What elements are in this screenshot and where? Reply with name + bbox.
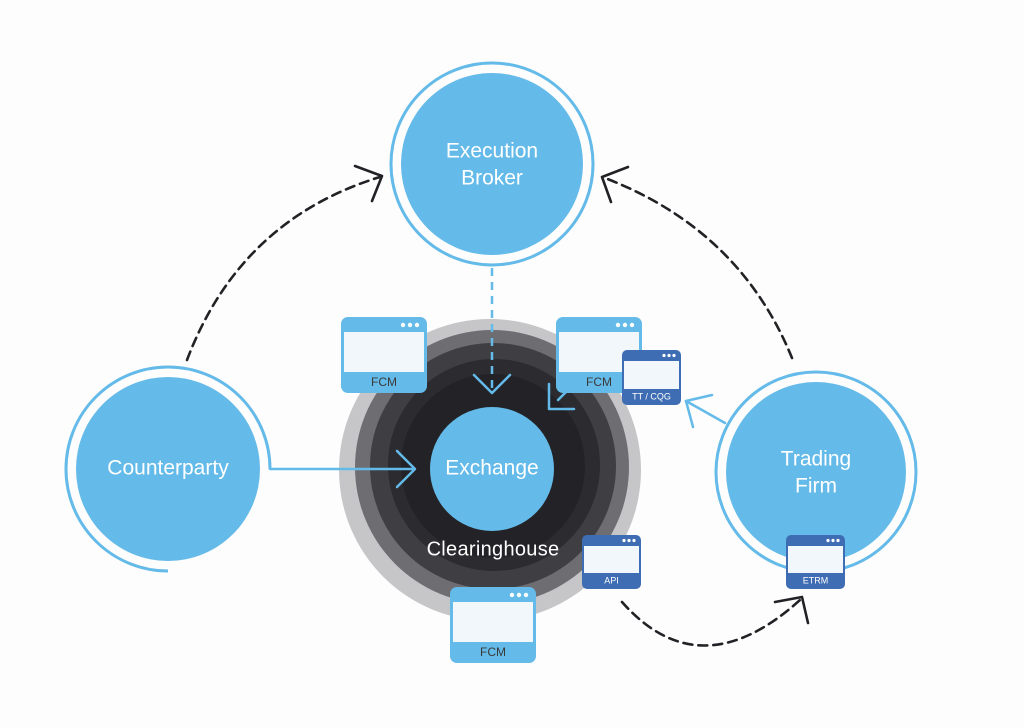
- window-dot-icon: [667, 353, 671, 358]
- arrow-head-icon: [600, 165, 630, 204]
- window-dot-icon: [516, 592, 522, 598]
- window-dot-icon: [407, 322, 413, 328]
- arrow-fcm-to-exchange: [547, 382, 576, 411]
- tt-cqg-label: TT / CQG: [632, 391, 671, 401]
- window-dot-icon: [632, 538, 636, 543]
- etrm-window[interactable]: ETRM: [786, 535, 845, 589]
- window-dot-icon: [826, 538, 830, 543]
- counterparty-node[interactable]: Counterparty: [64, 365, 272, 573]
- window-dot-icon: [629, 322, 635, 328]
- api-label: API: [604, 575, 619, 585]
- window-dot-icon: [622, 322, 628, 328]
- connector-line: [684, 399, 727, 425]
- fcm-window-bottom[interactable]: FCM: [450, 587, 536, 663]
- window-dot-icon: [414, 322, 420, 328]
- exchange-circle: [430, 407, 554, 531]
- trading-firm-label-line2: Firm: [795, 475, 837, 498]
- window-dot-icon: [509, 592, 515, 598]
- dashed-line: [185, 175, 382, 362]
- arrow-head-icon: [353, 164, 384, 203]
- dashed-line: [603, 176, 794, 360]
- tt-cqg-window[interactable]: TT / CQG: [622, 350, 681, 405]
- counterparty-circle: [76, 377, 260, 561]
- exchange-label: Exchange: [445, 457, 538, 480]
- arrow-api-to-etrm: [620, 595, 810, 647]
- trading-firm-node[interactable]: Trading Firm: [714, 370, 918, 574]
- arrow-counterparty-to-broker: [185, 164, 384, 362]
- fcm-label: FCM: [480, 645, 506, 659]
- etrm-label: ETRM: [803, 575, 829, 585]
- arrow-counterparty-to-exchange: [268, 449, 417, 489]
- window-dot-icon: [523, 592, 529, 598]
- arrow-head-icon: [684, 393, 714, 429]
- window-dot-icon: [836, 538, 840, 543]
- connector-line: [556, 390, 568, 402]
- api-window[interactable]: API: [582, 535, 641, 589]
- window-body: [453, 602, 533, 642]
- execution-broker-circle: [401, 73, 583, 255]
- arrow-trading-firm-to-broker: [600, 165, 794, 360]
- window-body: [624, 361, 679, 389]
- window-dot-icon: [400, 322, 406, 328]
- arrow-trading-firm-to-ttcqg: [684, 393, 727, 429]
- window-body: [788, 546, 843, 573]
- execution-broker-node[interactable]: Execution Broker: [389, 61, 595, 267]
- counterparty-ring-arc: [64, 365, 272, 573]
- arrow-head-icon: [547, 382, 576, 411]
- trading-firm-label-line1: Trading: [781, 448, 851, 471]
- window-body: [584, 546, 639, 573]
- arrow-head-icon: [472, 373, 512, 395]
- fcm-window-left[interactable]: FCM: [341, 317, 427, 393]
- clearinghouse-label: Clearinghouse: [427, 538, 560, 560]
- trading-firm-circle: [726, 382, 906, 562]
- execution-broker-ring: [389, 61, 595, 267]
- arrow-head-icon: [395, 449, 417, 489]
- fcm-label: FCM: [586, 375, 612, 389]
- window-dot-icon: [831, 538, 835, 543]
- arrow-head-icon: [773, 595, 810, 625]
- window-dot-icon: [615, 322, 621, 328]
- window-dot-icon: [622, 538, 626, 543]
- arrow-broker-to-exchange: [472, 268, 512, 395]
- execution-broker-label-line2: Broker: [461, 167, 523, 190]
- window-dot-icon: [662, 353, 666, 358]
- counterparty-label: Counterparty: [107, 457, 229, 480]
- window-body: [344, 332, 424, 372]
- execution-broker-label-line1: Execution: [446, 140, 538, 163]
- exchange-node[interactable]: Exchange: [430, 407, 554, 531]
- window-dot-icon: [627, 538, 631, 543]
- fcm-label: FCM: [371, 375, 397, 389]
- dashed-line: [620, 598, 802, 647]
- window-dot-icon: [672, 353, 676, 358]
